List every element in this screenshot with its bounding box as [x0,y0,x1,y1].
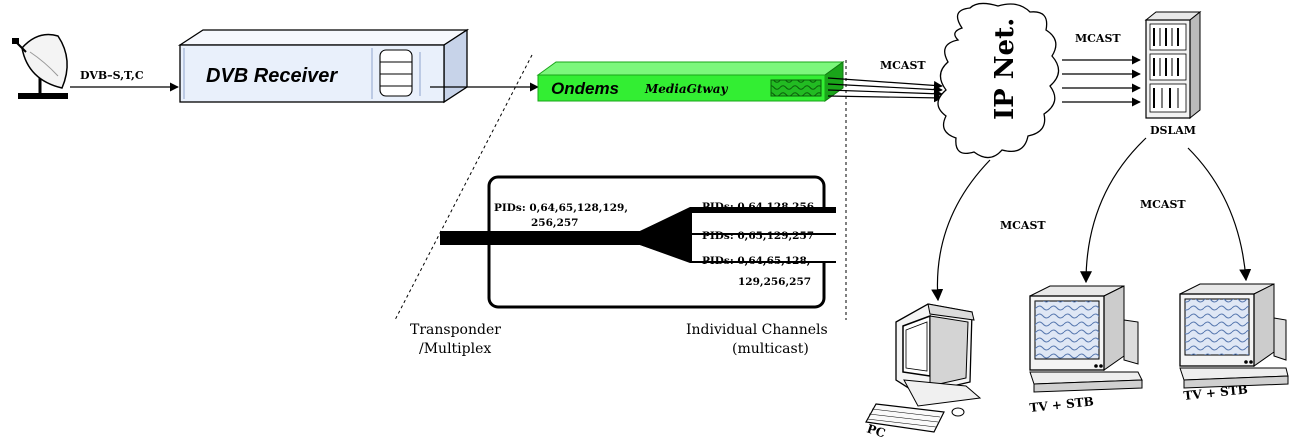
mcast-stb-label: MCAST [1140,198,1186,211]
dvb-input-label: DVB–S,T,C [80,69,144,82]
pids-all-line1: PIDs: 0,64,65,128,129, [494,202,628,214]
tv-stb-icon [1179,283,1289,389]
cloud-icon [937,2,1060,159]
transponder-label: Transponder [410,322,501,338]
pids-all-line2: 256,257 [531,217,579,229]
split-wedge [640,207,692,263]
ip-net-label: IP Net. [990,18,1020,120]
pids-ch3-line1: PIDs: 0,64,65,128, [702,255,810,267]
distribution-arrows [931,137,1252,302]
mcast-top-label: MCAST [880,59,926,72]
gateway-to-cloud-arrows [827,77,943,103]
left-dashed-guide [394,54,533,321]
dvb-receiver-label: DVB Receiver [206,65,338,87]
tv-stb-icon [1029,285,1143,393]
mediagtway-label: MediaGtway [644,82,729,96]
multiplex-label: /Multiplex [419,341,491,357]
mcast-pc-label: MCAST [1000,219,1046,232]
multicast-label: (multicast) [732,341,809,357]
ondems-label: Ondems [551,79,619,98]
mcast-right-label: MCAST [1075,32,1121,45]
dslam-rack-icon [1144,10,1202,120]
pids-ch2: PIDs: 0,65,129,257 [702,230,814,242]
dvb-receiver-icon [177,28,470,104]
pids-ch1: PIDs: 0,64,128,256 [702,201,814,213]
tv-stb-2-label: TV + STB [1183,382,1249,403]
individual-channels-label: Individual Channels [686,322,828,338]
media-gateway-icon [536,61,845,102]
satellite-dish-icon [12,33,68,99]
dslam-label: DSLAM [1150,124,1196,137]
pids-ch3-line2: 129,256,257 [738,276,811,288]
cloud-to-dslam-arrows [1062,55,1141,107]
tv-stb-1-label: TV + STB [1029,394,1095,415]
pc-label: PC [865,422,887,439]
pc-icon [865,303,982,433]
